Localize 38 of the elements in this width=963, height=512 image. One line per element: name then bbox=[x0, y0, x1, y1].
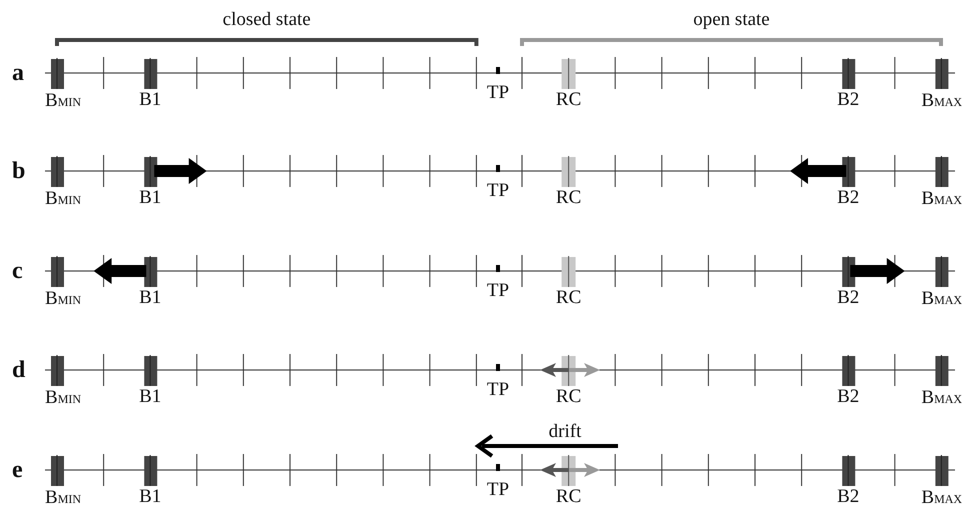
marker-label: TP bbox=[486, 480, 510, 499]
marker-label: BMAX bbox=[921, 91, 962, 110]
marker-label: B1 bbox=[139, 188, 162, 207]
marker-label: RC bbox=[556, 188, 582, 207]
arrow-label: drift bbox=[548, 422, 582, 441]
marker-label: B1 bbox=[139, 387, 162, 406]
marker-label: BMIN bbox=[45, 289, 82, 308]
marker-label: BMAX bbox=[921, 388, 962, 407]
marker-label: RC bbox=[556, 387, 582, 406]
marker-label: RC bbox=[556, 288, 582, 307]
marker-label: B1 bbox=[139, 288, 162, 307]
marker-label: B2 bbox=[837, 288, 860, 307]
state-label: closed state bbox=[222, 10, 311, 29]
marker-label: B1 bbox=[139, 90, 162, 109]
marker-label: BMIN bbox=[45, 91, 82, 110]
marker-label: B2 bbox=[837, 487, 860, 506]
marker-label: BMAX bbox=[921, 189, 962, 208]
marker-label: TP bbox=[486, 281, 510, 300]
marker-label: TP bbox=[486, 380, 510, 399]
marker-label: BMIN bbox=[45, 488, 82, 507]
marker-label: B2 bbox=[837, 387, 860, 406]
marker-label: BMAX bbox=[921, 488, 962, 507]
marker-label: TP bbox=[486, 83, 510, 102]
marker-label: B2 bbox=[837, 188, 860, 207]
panel-letter: a bbox=[12, 61, 24, 85]
panel-letter: c bbox=[12, 259, 23, 283]
panel-letter: e bbox=[12, 458, 23, 482]
marker-label: RC bbox=[556, 487, 582, 506]
marker-label: BMIN bbox=[45, 388, 82, 407]
state-label: open state bbox=[693, 10, 770, 29]
marker-label: B2 bbox=[837, 90, 860, 109]
marker-label: BMIN bbox=[45, 189, 82, 208]
panel-letter: b bbox=[12, 159, 26, 183]
marker-label: TP bbox=[486, 181, 510, 200]
marker-label: RC bbox=[556, 90, 582, 109]
panel-letter: d bbox=[12, 358, 26, 382]
marker-label: BMAX bbox=[921, 289, 962, 308]
marker-label: B1 bbox=[139, 487, 162, 506]
